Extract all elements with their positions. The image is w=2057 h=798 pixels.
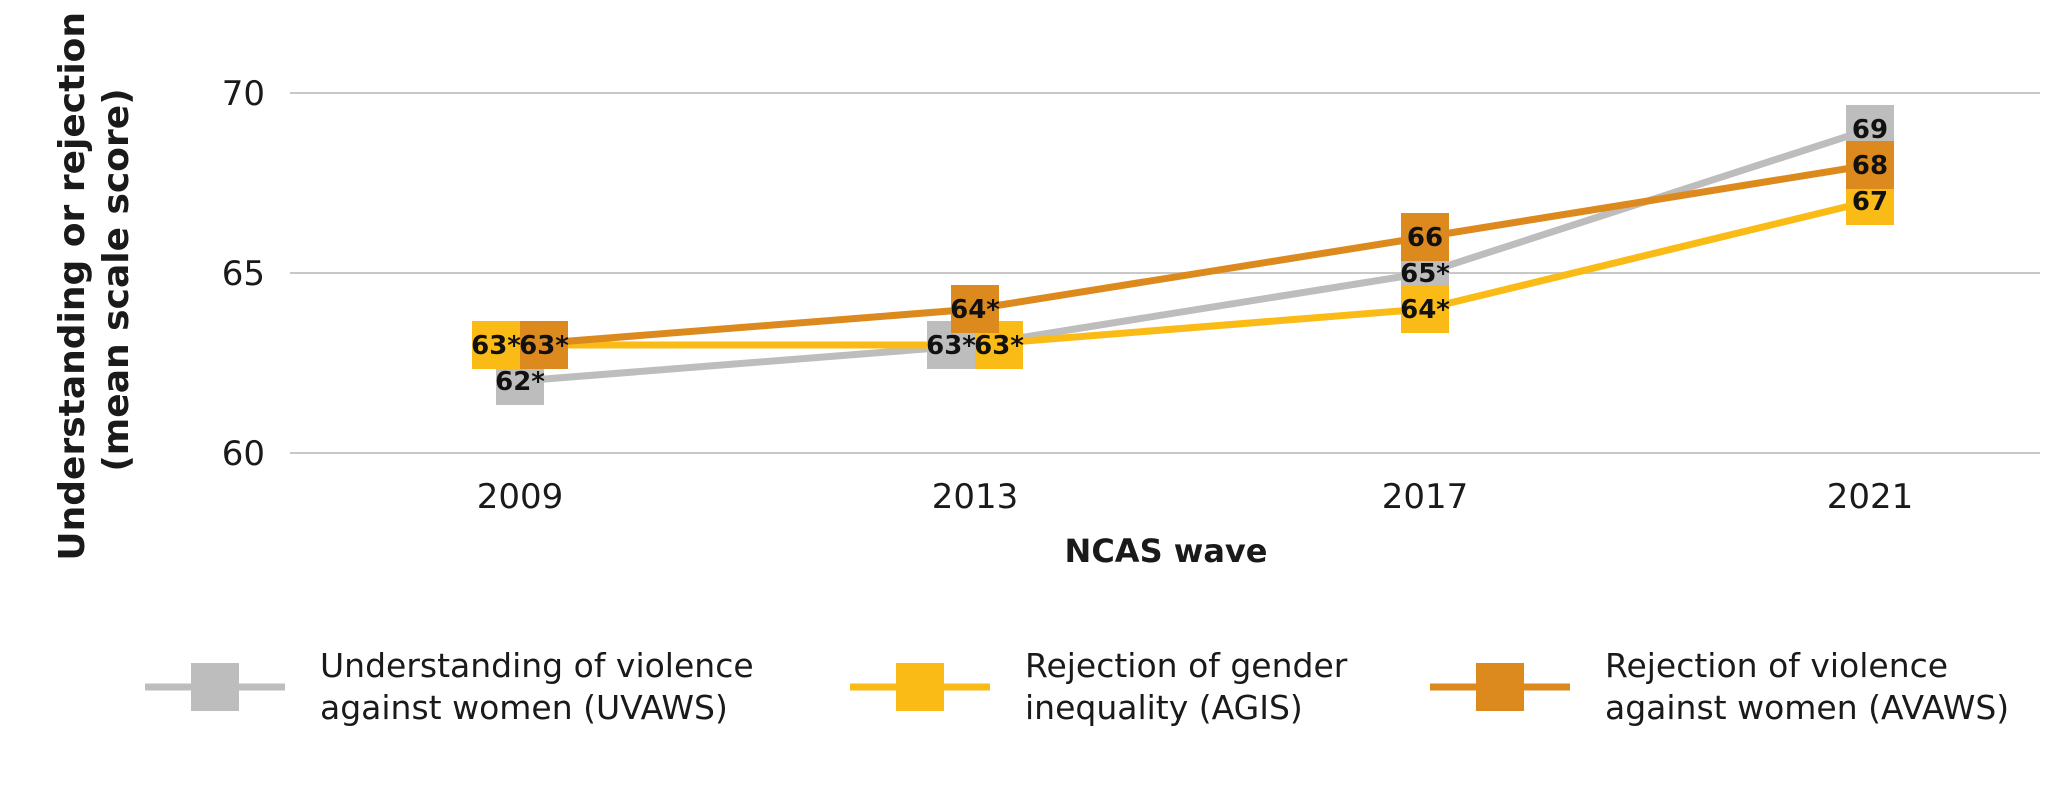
data-label: 63* (471, 331, 521, 361)
data-label: 66 (1407, 223, 1443, 253)
data-marker (1401, 285, 1449, 333)
data-label: 62* (495, 367, 545, 397)
data-marker (520, 321, 568, 369)
data-label: 64* (1400, 295, 1450, 325)
x-tick-label: 2009 (477, 477, 564, 517)
legend-marker (191, 663, 239, 711)
data-label: 69 (1852, 115, 1888, 145)
legend-label: against women (AVAWS) (1605, 688, 2009, 727)
series-line-2 (516, 161, 1874, 349)
legend-label: against women (UVAWS) (320, 688, 728, 727)
x-axis-ticks: 2009 2013 2017 2021 (477, 477, 1914, 517)
y-axis-title-line-1: Understanding or rejection (52, 12, 93, 561)
y-axis-ticks: 60 65 70 (222, 74, 265, 474)
legend-marker (1476, 663, 1524, 711)
series-line-1 (516, 197, 1874, 349)
data-marker (1846, 141, 1894, 189)
x-axis-title: NCAS wave (1065, 532, 1268, 570)
legend-label: inequality (AGIS) (1025, 688, 1303, 727)
data-label: 68 (1852, 151, 1888, 181)
data-label: 63* (926, 331, 976, 361)
legend-label: Understanding of violence (320, 646, 754, 685)
gridlines (290, 92, 2040, 454)
data-marker (1401, 213, 1449, 261)
data-marker (472, 321, 520, 369)
x-tick-label: 2017 (1382, 477, 1469, 517)
x-tick-label: 2013 (932, 477, 1019, 517)
y-axis-title-line-2: (mean scale score) (96, 88, 137, 471)
legend-label: Rejection of violence (1605, 646, 1948, 685)
data-label: 63* (519, 331, 569, 361)
y-tick-label: 65 (222, 254, 265, 294)
data-label: 64* (950, 295, 1000, 325)
data-label: 65* (1400, 259, 1450, 289)
series-lines (516, 125, 1874, 385)
x-tick-label: 2021 (1827, 477, 1914, 517)
data-label: 63* (974, 331, 1024, 361)
data-label: 67 (1852, 187, 1888, 217)
y-tick-label: 60 (222, 434, 265, 474)
legend-label: Rejection of gender (1025, 646, 1348, 685)
y-axis-title: Understanding or rejection (mean scale s… (52, 0, 137, 561)
y-tick-label: 70 (222, 74, 265, 114)
data-marker (951, 285, 999, 333)
legend-marker (896, 663, 944, 711)
